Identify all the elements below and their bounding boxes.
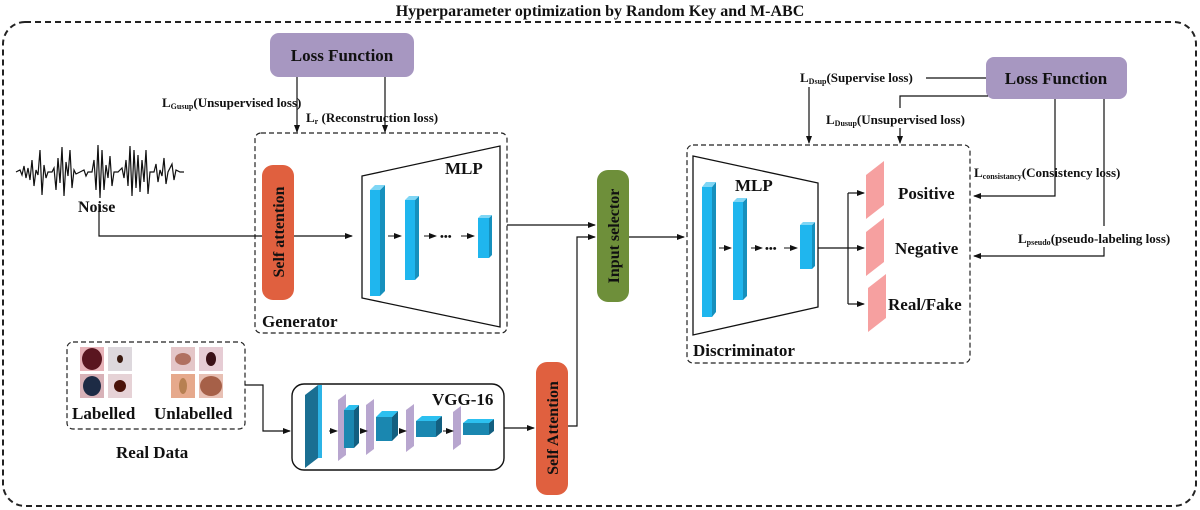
labelled-image-grid <box>80 347 132 398</box>
output-negative-label: Negative <box>895 239 959 258</box>
discriminator-loss-function-label: Loss Function <box>1005 69 1108 88</box>
output-negative: Negative <box>866 218 959 276</box>
noise-waveform-icon <box>15 144 184 199</box>
generator-self-attention-block: Self attention <box>262 165 294 300</box>
discriminator-label: Discriminator <box>693 341 795 360</box>
generator-self-attention-label: Self attention <box>271 186 288 277</box>
generator-box <box>254 132 508 334</box>
arrow-noise-to-generator <box>98 204 353 239</box>
input-selector-block: Input selector <box>597 170 629 302</box>
line-dusup-top <box>899 95 988 108</box>
output-positive: Positive <box>866 161 955 219</box>
output-real-fake: Real/Fake <box>868 274 962 332</box>
loss-gusup-label: LGusup(Unsupervised loss) <box>162 95 301 111</box>
vgg-block-5 <box>453 406 494 450</box>
output-positive-label: Positive <box>898 184 955 203</box>
discriminator-mlp-trapezoid <box>692 155 819 336</box>
discriminator-mlp-layer-1 <box>702 182 716 317</box>
vgg-block-4 <box>406 404 442 452</box>
arrow-consistency-to-positive <box>973 99 1056 199</box>
vgg-block-3 <box>366 399 398 455</box>
discriminator-mlp-label: MLP <box>735 176 773 195</box>
loss-dsup-label: LDsup(Supervise loss) <box>800 70 913 86</box>
labelled-label: Labelled <box>72 404 136 423</box>
generator-mlp-label: MLP <box>445 159 483 178</box>
output-real-fake-label: Real/Fake <box>888 295 962 314</box>
discriminator-mlp-layer-2 <box>733 198 747 300</box>
outer-container <box>2 21 1197 507</box>
vgg16-label: VGG-16 <box>432 390 493 409</box>
loss-pseudo-label: Lpseudo(pseudo-labeling loss) <box>1018 231 1170 247</box>
generator-mlp-layer-1 <box>370 185 385 296</box>
real-data-label: Real Data <box>116 443 189 462</box>
generator-loss-function-box: Loss Function <box>270 33 414 77</box>
generator-loss-function-label: Loss Function <box>291 46 394 65</box>
discriminator-loss-function-box: Loss Function <box>986 57 1127 99</box>
vgg-block-1 <box>305 385 322 468</box>
arrow-real-data-to-vgg <box>245 384 291 434</box>
loss-consistency-label: Lconsistancy(Consistency loss) <box>974 165 1120 181</box>
real-self-attention-block: Self Attention <box>536 362 568 495</box>
unlabelled-image-grid <box>171 347 223 398</box>
arrow-pseudo-to-negative <box>973 247 1105 259</box>
real-self-attention-label: Self Attention <box>545 381 562 475</box>
discriminator-mlp-layer-3 <box>800 222 815 269</box>
generator-ellipsis: ••• <box>440 231 452 243</box>
generator-mlp-layer-2 <box>405 196 419 280</box>
loss-recon-label: Lr (Reconstruction loss) <box>306 110 438 126</box>
discriminator-ellipsis: ••• <box>765 243 777 255</box>
noise-label: Noise <box>78 199 115 216</box>
diagram-title: Hyperparameter optimization by Random Ke… <box>396 3 805 20</box>
unlabelled-label: Unlabelled <box>154 404 233 423</box>
generator-mlp-layer-3 <box>478 215 492 258</box>
vgg16-box <box>291 383 505 471</box>
arrow-self-attention-to-input-selector <box>568 234 596 427</box>
input-selector-label: Input selector <box>606 189 623 284</box>
generator-mlp-trapezoid <box>361 145 501 328</box>
loss-dusup-label: LDusup(Unsupervised loss) <box>826 112 965 128</box>
generator-label: Generator <box>262 312 338 331</box>
vgg-block-2 <box>338 394 359 461</box>
